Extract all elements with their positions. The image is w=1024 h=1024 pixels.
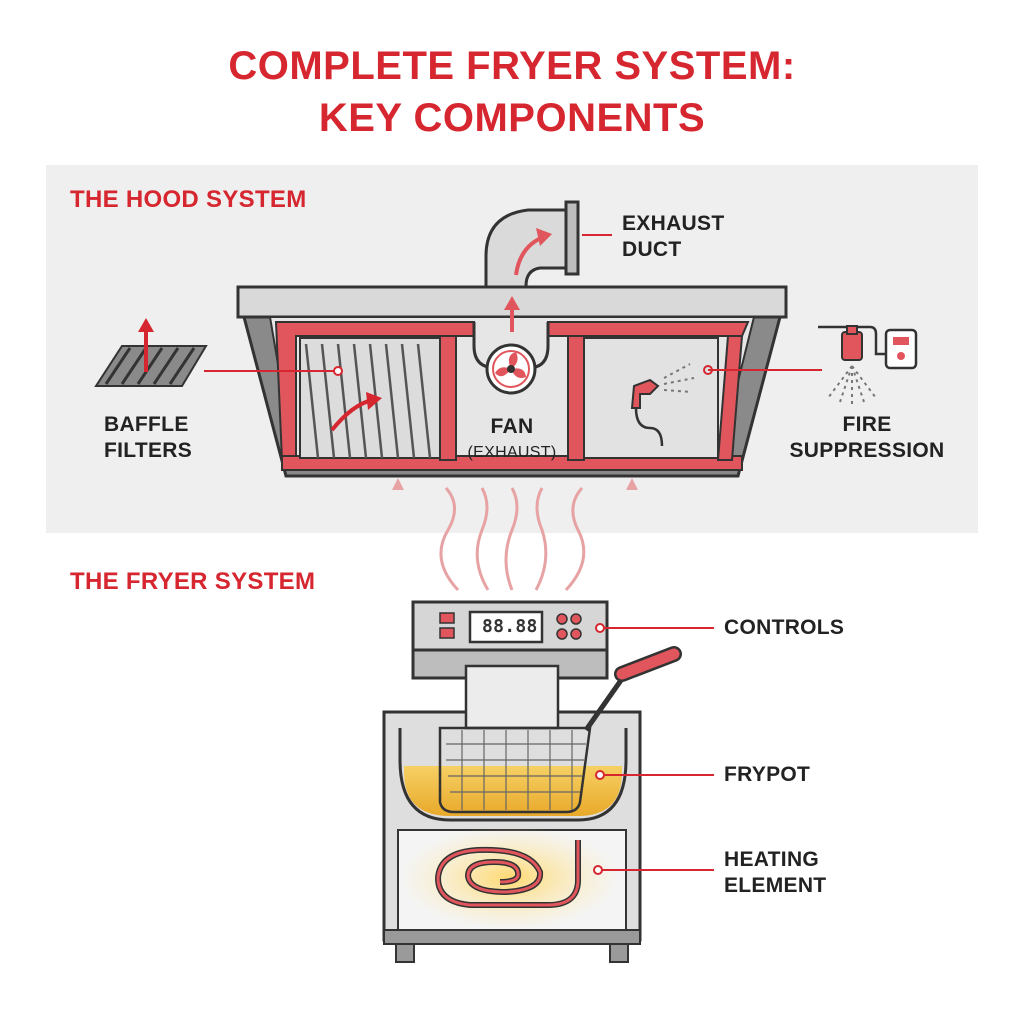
controls-label: CONTROLS [724, 616, 845, 639]
exhaust-duct-label-line-2: DUCT [622, 238, 682, 261]
fire-suppression-icon [818, 325, 918, 404]
fire-suppression-label-line-2: SUPPRESSION [789, 439, 945, 462]
heating-element-leader-dot [593, 865, 603, 875]
frypot-leader-dot [595, 770, 605, 780]
baffle-filters-label: BAFFLE FILTERS [104, 412, 192, 464]
frypot-label: FRYPOT [724, 763, 811, 786]
exhaust-duct-label: EXHAUST DUCT [622, 211, 724, 263]
fan-label-line-2: (EXHAUST) [467, 444, 557, 461]
heat-waves [392, 478, 638, 592]
page-title: COMPLETE FRYER SYSTEM: KEY COMPONENTS [0, 40, 1024, 144]
fryer-section-title: THE FRYER SYSTEM [70, 568, 316, 595]
fryer-body [382, 710, 642, 963]
heating-element-label-line-1: HEATING [724, 848, 820, 871]
hood-section-title: THE HOOD SYSTEM [70, 186, 307, 213]
baffle-filters-label-line-1: BAFFLE [104, 413, 189, 436]
fan-label-line-1: FAN [490, 415, 534, 438]
frypot [398, 646, 682, 822]
fan-label: FAN (EXHAUST) [452, 414, 572, 466]
exhaust-duct-label-line-1: EXHAUST [622, 212, 725, 235]
baffle-filters-leader-dot [333, 366, 343, 376]
fan-icon [485, 296, 537, 395]
heating-element [434, 840, 581, 908]
fire-suppression-label: FIRE SUPPRESSION [776, 412, 958, 464]
fire-suppression-label-line-1: FIRE [842, 413, 892, 436]
baffle-filters-label-line-2: FILTERS [104, 439, 193, 462]
exhaust-duct [484, 200, 580, 294]
heating-element-label-line-2: ELEMENT [724, 874, 827, 897]
heating-element-label: HEATING ELEMENT [724, 847, 826, 899]
title-line-1: COMPLETE FRYER SYSTEM: [228, 44, 796, 88]
suppression-nozzle-panel [583, 337, 719, 459]
title-line-2: KEY COMPONENTS [318, 96, 706, 140]
temperature-display: 88.88 [482, 616, 538, 637]
baffle-filters-icon [94, 318, 208, 387]
controls-leader-dot [595, 623, 605, 633]
baffle-filter-panel [299, 337, 441, 459]
